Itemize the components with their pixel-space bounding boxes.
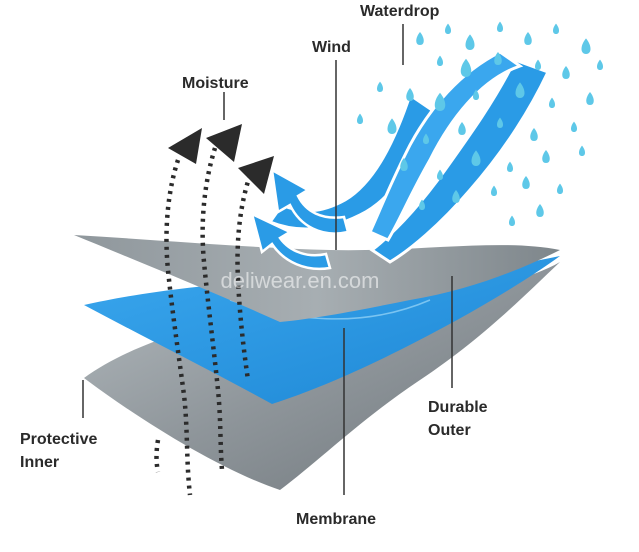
moisture-arrowhead-icon (238, 156, 274, 194)
water-droplet-icon (406, 88, 414, 101)
water-droplet-icon (423, 133, 429, 144)
water-droplet-icon (509, 215, 515, 226)
label-membrane: Membrane (296, 511, 376, 528)
water-droplet-icon (549, 97, 555, 108)
water-droplet-icon (586, 92, 594, 105)
wind-arrow-upper (270, 167, 350, 235)
label-moisture: Moisture (182, 75, 249, 92)
water-droplet-icon (542, 150, 550, 163)
moisture-arrowhead-icon (168, 128, 202, 164)
label-protective-inner-line1: Protective (20, 431, 97, 448)
moisture-arrowheads (168, 124, 274, 194)
water-droplet-icon (437, 169, 443, 180)
water-droplet-icon (471, 150, 481, 166)
water-droplet-icon (497, 117, 503, 128)
water-droplet-icon (400, 158, 408, 171)
durable-outer-layer (74, 235, 560, 322)
water-droplet-icon (434, 92, 446, 111)
water-droplet-icon (387, 118, 397, 134)
water-droplet-icon (437, 55, 443, 66)
water-droplet-icon (452, 190, 460, 203)
moisture-arrowhead-icon (206, 124, 242, 162)
water-droplet-icon (535, 59, 541, 70)
water-droplet-icon (507, 161, 513, 172)
wind-ribbon-right (369, 58, 551, 264)
water-droplet-icon (497, 21, 503, 32)
water-droplet-icon (571, 121, 577, 132)
water-droplet-icon (562, 66, 570, 79)
water-droplet-icon (553, 23, 559, 34)
water-droplet-icon (458, 122, 466, 135)
wind-arrow-lower (250, 211, 332, 271)
water-droplet-icon (494, 52, 502, 65)
label-durable-outer-line1: Durable (428, 399, 488, 416)
label-wind: Wind (312, 39, 351, 56)
water-droplet-icon (445, 23, 451, 34)
waterdrop-cluster (357, 21, 603, 226)
water-droplet-icon (460, 58, 472, 77)
water-droplet-icon (557, 183, 563, 194)
water-droplet-icon (515, 82, 525, 98)
label-protective-inner-line2: Inner (20, 454, 59, 471)
water-droplet-icon (581, 38, 591, 54)
label-waterdrop: Waterdrop (360, 3, 440, 20)
water-droplet-icon (465, 34, 475, 50)
water-droplet-icon (419, 199, 425, 210)
water-droplet-icon (597, 59, 603, 70)
water-droplet-icon (416, 32, 424, 45)
water-droplet-icon (357, 113, 363, 124)
moisture-arrows (154, 147, 253, 496)
watermark: deliwear.en.com (221, 268, 380, 293)
water-droplet-icon (524, 32, 532, 45)
water-droplet-icon (522, 176, 530, 189)
label-durable-outer-line2: Outer (428, 422, 471, 439)
water-droplet-icon (536, 204, 544, 217)
leader-lines (82, 24, 453, 495)
water-droplet-icon (530, 128, 538, 141)
water-droplet-icon (579, 145, 585, 156)
water-droplet-icon (377, 81, 383, 92)
water-droplet-icon (473, 89, 479, 100)
water-droplet-icon (491, 185, 497, 196)
